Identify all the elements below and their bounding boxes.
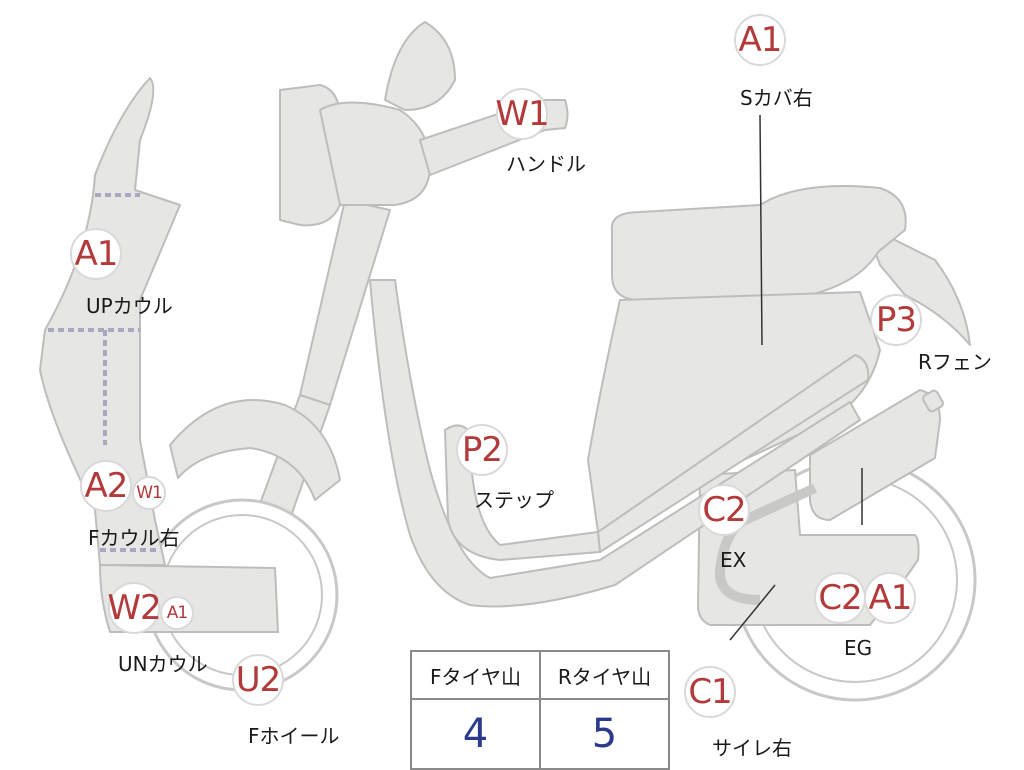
tire-table-header-row: Fタイヤ山 Rタイヤ山 <box>410 650 670 700</box>
marker-c1-silencer: C1 <box>684 666 736 718</box>
floor-step <box>444 424 601 561</box>
marker-a1-s-cover: A1 <box>734 14 786 66</box>
mirror <box>384 21 456 111</box>
marker-a1-un-cowl: A1 <box>160 596 194 630</box>
seat <box>610 185 907 301</box>
label-s-cover-right: Sカバ右 <box>740 86 813 110</box>
label-eg: EG <box>844 636 873 660</box>
exhaust-upper <box>742 483 818 525</box>
main-frame <box>369 279 861 608</box>
label-step: ステップ <box>474 488 554 512</box>
marker-w1-handle: W1 <box>495 88 550 140</box>
marker-a1-eg: A1 <box>864 572 916 624</box>
label-ex: EX <box>720 548 747 572</box>
tire-tread-table: Fタイヤ山 Rタイヤ山 4 5 <box>410 650 670 770</box>
marker-u2-f-wheel: U2 <box>232 654 284 706</box>
marker-c2-eg: C2 <box>814 572 866 624</box>
marker-a2-f-cowl: A2 <box>80 460 132 512</box>
value-front-tire: 4 <box>410 698 541 770</box>
marker-p2-step: P2 <box>456 424 508 476</box>
marker-w2-un-cowl: W2 <box>107 582 162 634</box>
front-fender <box>169 399 341 501</box>
leader-silencer <box>729 584 776 641</box>
label-silencer-right: サイレ右 <box>712 736 792 760</box>
marker-w1-f-cowl: W1 <box>132 476 166 510</box>
handlebar-cover <box>319 101 431 206</box>
label-r-fender: Rフェン <box>918 350 992 374</box>
header-front-tire: Fタイヤ山 <box>410 650 541 700</box>
label-f-wheel: Fホイール <box>248 724 340 748</box>
header-rear-tire: Rタイヤ山 <box>539 650 670 700</box>
marker-p3-r-fender: P3 <box>870 294 922 346</box>
tire-table-value-row: 4 5 <box>410 698 670 770</box>
marker-c2-ex: C2 <box>698 484 750 536</box>
leader-s-cover <box>759 114 763 346</box>
upper-rail <box>597 354 870 553</box>
label-un-cowl: UNカウル <box>118 652 208 676</box>
label-handle: ハンドル <box>506 152 586 176</box>
rear-fender <box>864 224 971 346</box>
marker-a1-up-cowl: A1 <box>70 228 122 280</box>
front-cowl <box>39 77 181 566</box>
label-f-cowl-right: Fカウル右 <box>88 526 180 550</box>
value-rear-tire: 5 <box>539 698 670 770</box>
label-up-cowl: UPカウル <box>86 294 173 318</box>
shock-rod <box>922 389 944 413</box>
